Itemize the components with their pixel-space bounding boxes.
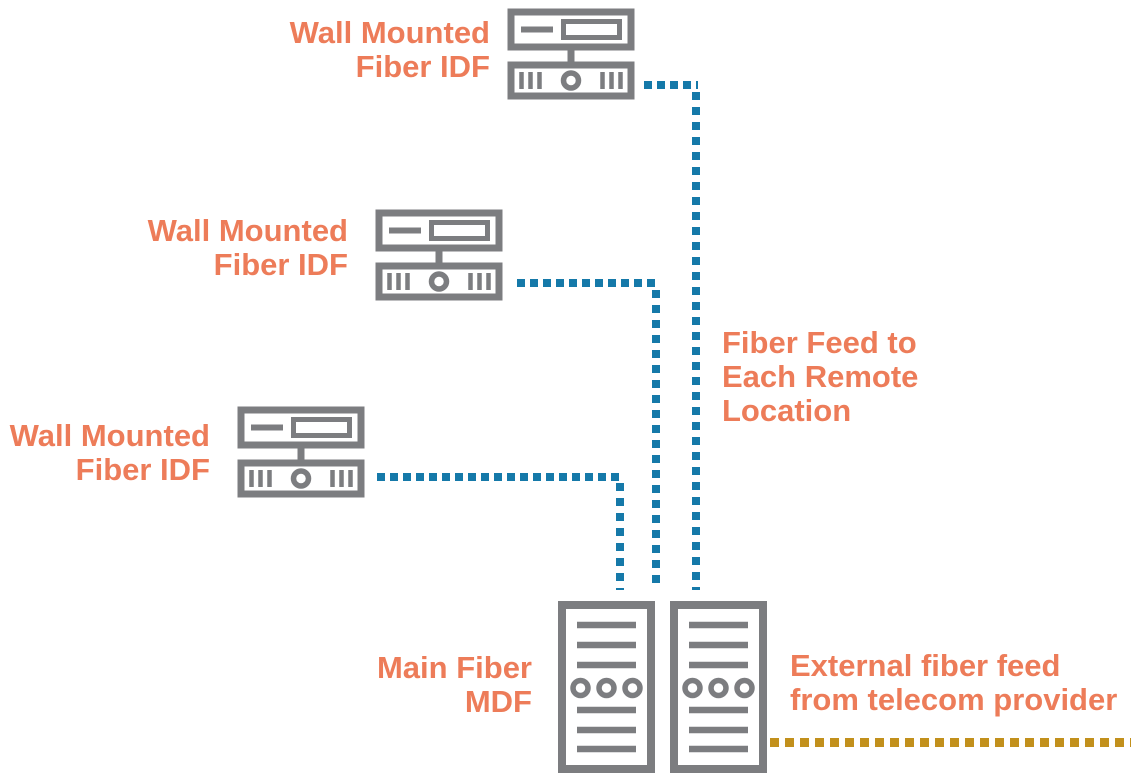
idf-middle-label: Wall Mounted Fiber IDF [100, 214, 348, 282]
fiber-line-top-horizontal [644, 81, 698, 89]
external-feed-label: External fiber feed from telecom provide… [790, 649, 1131, 717]
idf-top-label: Wall Mounted Fiber IDF [240, 16, 490, 84]
idf-middle-label-line1: Wall Mounted [147, 213, 348, 248]
fiber-line-middle-vertical [652, 290, 660, 590]
idf-middle-label-line2: Fiber IDF [213, 247, 348, 282]
mdf-label-line2: MDF [464, 684, 532, 719]
fiber-feed-label-line3: Location [722, 393, 852, 428]
mdf-label: Main Fiber MDF [292, 651, 532, 719]
fiber-feed-label-line1: Fiber Feed to [722, 325, 917, 360]
fiber-feed-label-line2: Each Remote [722, 359, 919, 394]
mdf-rack-right-icon [670, 601, 767, 773]
idf-left-label-line1: Wall Mounted [9, 418, 210, 453]
mdf-label-line1: Main Fiber [376, 650, 532, 685]
fiber-line-top-vertical [692, 92, 700, 590]
external-feed-label-line1: External fiber feed [790, 648, 1061, 683]
external-fiber-line [770, 738, 1131, 747]
idf-top-label-line2: Fiber IDF [355, 49, 490, 84]
fiber-line-middle-horizontal [517, 279, 659, 287]
external-feed-label-line2: from telecom provider [790, 682, 1118, 717]
wall-mounted-fiber-idf-top-icon [507, 8, 635, 100]
wall-mounted-fiber-idf-middle-icon [375, 209, 503, 301]
idf-left-label: Wall Mounted Fiber IDF [0, 419, 210, 487]
fiber-line-left-horizontal [377, 473, 623, 481]
fiber-feed-label: Fiber Feed to Each Remote Location [722, 326, 962, 428]
idf-left-label-line2: Fiber IDF [75, 452, 210, 487]
idf-top-label-line1: Wall Mounted [289, 15, 490, 50]
fiber-line-left-vertical [616, 483, 624, 590]
wall-mounted-fiber-idf-left-icon [237, 406, 365, 498]
mdf-rack-left-icon [558, 601, 655, 773]
